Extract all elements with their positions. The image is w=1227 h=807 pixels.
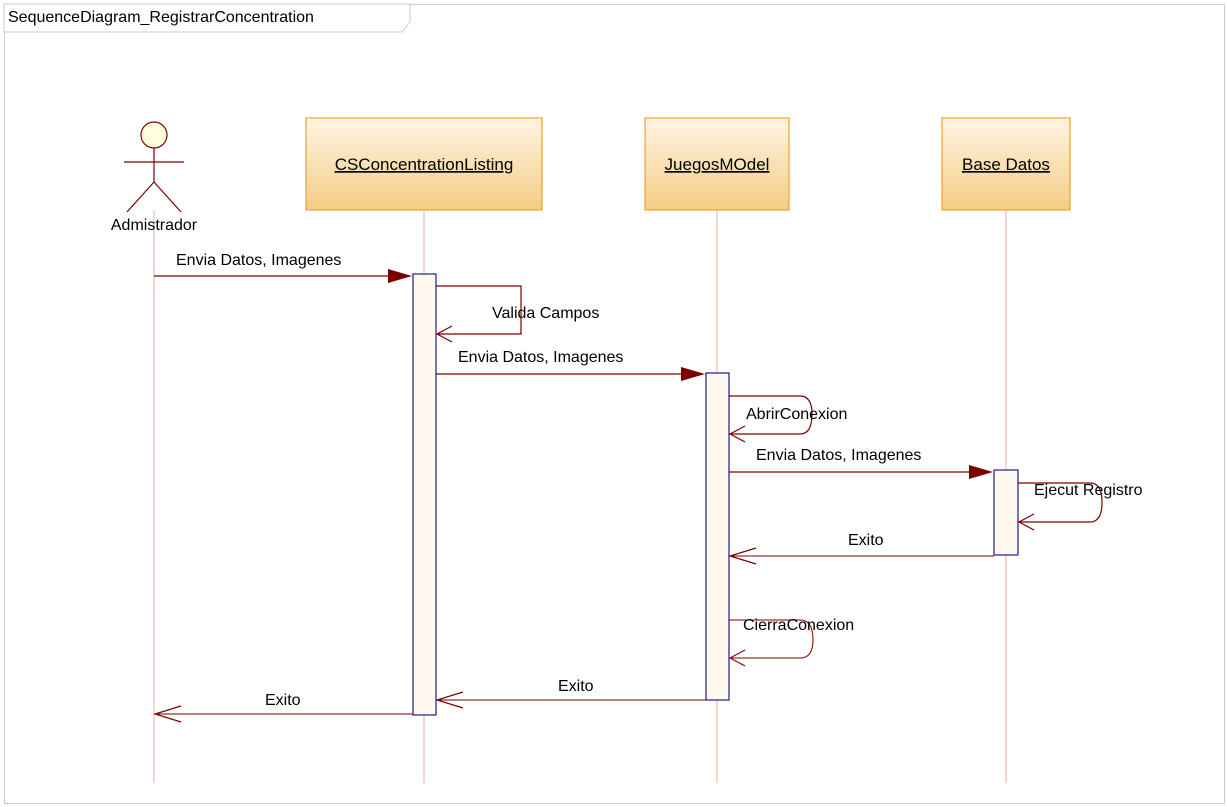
diagram-frame [4,4,1225,804]
message-envia-1[interactable] [154,269,412,283]
actor-label: Admistrador [111,217,198,234]
message-exito-3[interactable] [152,705,413,723]
message-label: Exito [848,532,884,549]
message-label: Ejecut Registro [1034,482,1143,499]
frame-title-tab: SequenceDiagram_RegistrarConcentration [3,3,411,33]
lifeline-head-cs[interactable]: CSConcentrationListing [305,117,543,211]
message-valida-campos[interactable] [435,285,522,343]
message-label: Exito [558,678,594,695]
message-label: Exito [265,692,301,709]
message-abrir-conexion[interactable] [728,395,813,443]
message-label: Envia Datos, Imagenes [756,447,921,464]
lifeline-head-jm[interactable]: JuegosMOdel [644,117,790,211]
message-cierra-conexion[interactable] [728,619,814,667]
message-exito-1[interactable] [727,547,994,565]
activation-jm[interactable] [705,372,730,701]
lifeline-label-jm: JuegosMOdel [665,155,770,174]
lifeline-head-bd[interactable]: Base Datos [941,117,1071,211]
message-label: Valida Campos [492,305,599,322]
message-exito-2[interactable] [434,691,706,709]
activation-bd[interactable] [993,469,1019,556]
lifeline-label-cs: CSConcentrationListing [335,155,514,174]
message-envia-3[interactable] [729,465,993,479]
message-label: AbrirConexion [746,406,847,423]
frame-title: SequenceDiagram_RegistrarConcentration [8,9,314,26]
lifeline-label-bd: Base Datos [962,155,1050,174]
actor-figure[interactable] [124,121,184,213]
message-envia-2[interactable] [436,367,705,381]
message-label: Envia Datos, Imagenes [176,252,341,269]
message-ejecut-registro[interactable] [1017,482,1103,531]
activation-cs[interactable] [412,273,437,716]
message-label: CierraConexion [743,617,854,634]
message-label: Envia Datos, Imagenes [458,349,623,366]
